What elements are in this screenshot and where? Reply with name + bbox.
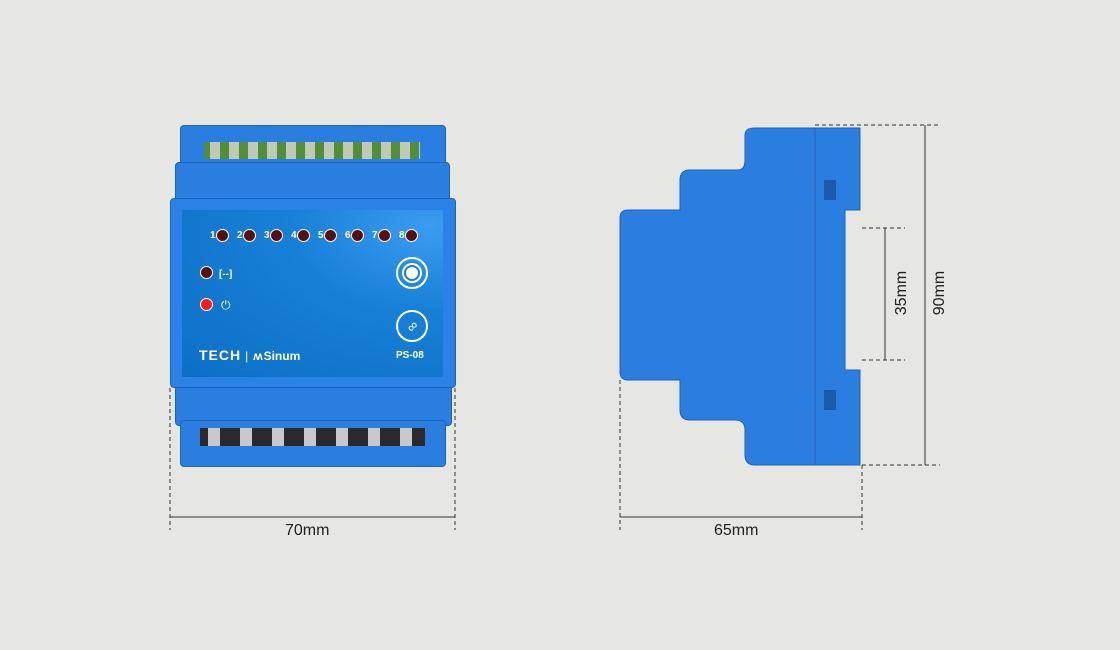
channel-3: 3 (258, 227, 285, 245)
channel-7: 7 (366, 227, 393, 245)
channel-number: 7 (372, 230, 378, 242)
channel-number: 5 (318, 230, 324, 242)
channel-2: 2 (231, 227, 258, 245)
channel-number: 4 (291, 230, 297, 242)
tech-logo: TECH (199, 347, 242, 363)
network-icon: [--] (219, 269, 233, 280)
model-label: PS-08 (396, 350, 424, 361)
channel-number: 8 (399, 230, 405, 242)
led (215, 229, 229, 243)
network-indicator: [--] (200, 264, 232, 282)
power-icon: ⏻ (221, 298, 231, 312)
led (242, 229, 256, 243)
channel-number: 2 (237, 230, 243, 242)
height-label: 90mm (931, 270, 949, 316)
front-panel: 1 2 3 4 5 6 7 8 [--] ⏻ ∞ PS-08 TECH|ʍSin… (182, 210, 443, 377)
channel-5: 5 (312, 227, 339, 245)
channel-number: 3 (264, 230, 270, 242)
channel-number: 6 (345, 230, 351, 242)
pairing-button[interactable] (396, 257, 428, 289)
channel-4: 4 (285, 227, 312, 245)
channel-leds: 1 2 3 4 5 6 7 8 (204, 227, 420, 245)
led (296, 229, 310, 243)
width-label: 70mm (285, 522, 330, 539)
led (323, 229, 337, 243)
link-button[interactable]: ∞ (396, 310, 428, 342)
channel-6: 6 (339, 227, 366, 245)
sinum-logo: Sinum (263, 349, 301, 363)
led (350, 229, 364, 243)
bottom-terminal-strip (200, 428, 425, 446)
led (377, 229, 391, 243)
power-indicator: ⏻ (200, 296, 231, 314)
led (200, 266, 213, 280)
channel-number: 1 (210, 230, 216, 242)
led (200, 298, 213, 312)
channel-8: 8 (393, 227, 420, 245)
brand-logo: TECH|ʍSinum (199, 347, 301, 363)
led (404, 229, 418, 243)
top-terminal-strip (204, 142, 420, 159)
rail-label: 35mm (893, 270, 911, 316)
target-icon (406, 267, 418, 279)
channel-1: 1 (204, 227, 231, 245)
led (269, 229, 283, 243)
depth-label: 65mm (714, 522, 759, 539)
